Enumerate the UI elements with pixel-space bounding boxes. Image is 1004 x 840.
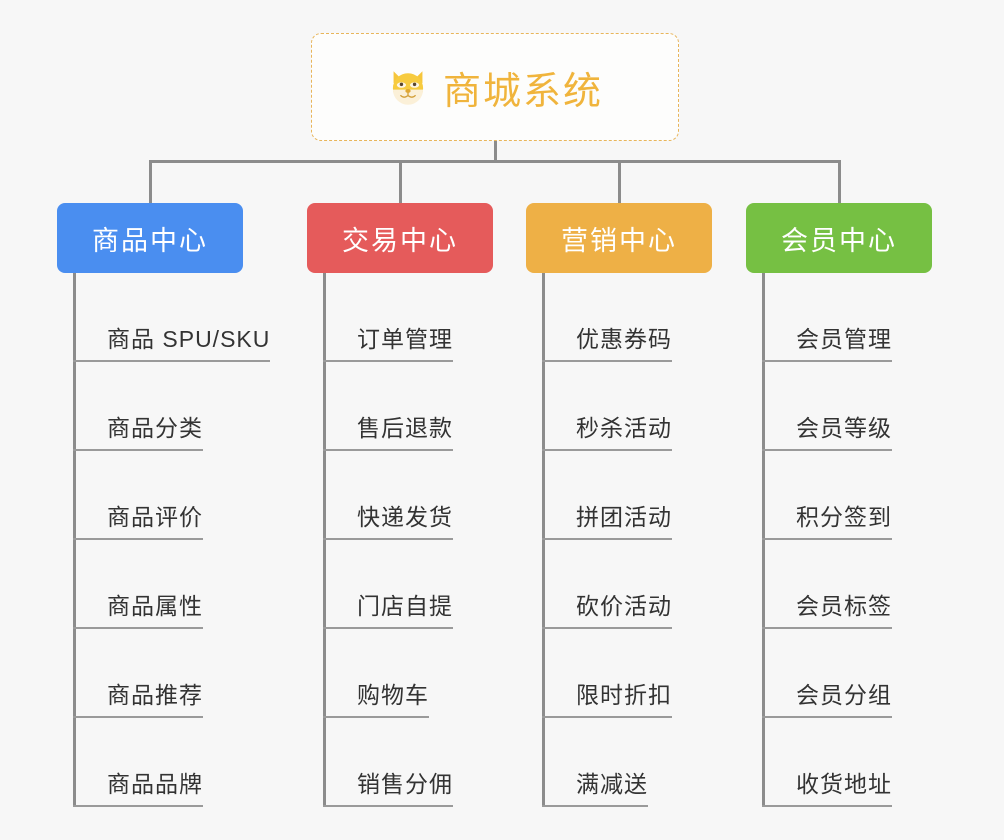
leaf-item[interactable]: 商品品牌 [57, 718, 243, 807]
leaf-label: 会员管理 [796, 326, 892, 352]
leaf-label: 拼团活动 [576, 504, 672, 530]
category-title-2: 交易中心 [342, 225, 458, 256]
leaf-item[interactable]: 商品属性 [57, 540, 243, 629]
leaf-label: 商品品牌 [107, 771, 203, 797]
connector-drop-1 [149, 160, 152, 206]
leaf-label: 订单管理 [357, 326, 453, 352]
leaf-label: 会员等级 [796, 415, 892, 441]
branch-column-1: 商品中心 商品 SPU/SKU 商品分类 商品评价 商品属性 商品推荐 商品品牌 [57, 203, 271, 807]
leaf-item[interactable]: 会员等级 [746, 362, 932, 451]
leaf-label: 收货地址 [796, 771, 892, 797]
connector-drop-3 [618, 160, 621, 206]
leaf-item[interactable]: 优惠券码 [526, 273, 712, 362]
connector-horizontal-bus [149, 160, 838, 163]
leaf-label: 快递发货 [357, 504, 453, 530]
leaf-label: 销售分佣 [357, 771, 453, 797]
leaf-spine-1 [73, 273, 76, 807]
leaf-item[interactable]: 快递发货 [307, 451, 493, 540]
leaf-label: 砍价活动 [576, 593, 672, 619]
category-header-4[interactable]: 会员中心 [746, 203, 932, 273]
leaf-item[interactable]: 销售分佣 [307, 718, 493, 807]
leaf-label: 会员标签 [796, 593, 892, 619]
leaf-label: 商品 SPU/SKU [107, 326, 271, 352]
leaf-label: 会员分组 [796, 682, 892, 708]
leaf-list-4: 会员管理 会员等级 积分签到 会员标签 会员分组 收货地址 [746, 273, 932, 807]
leaf-label: 满减送 [576, 771, 648, 797]
leaf-label: 优惠券码 [576, 326, 672, 352]
connector-drop-4 [838, 160, 841, 206]
leaf-list-2: 订单管理 售后退款 快递发货 门店自提 购物车 销售分佣 [307, 273, 493, 807]
leaf-item[interactable]: 砍价活动 [526, 540, 712, 629]
category-title-1: 商品中心 [92, 225, 208, 256]
leaf-item[interactable]: 限时折扣 [526, 629, 712, 718]
category-title-3: 营销中心 [561, 225, 677, 256]
leaf-item[interactable]: 商品 SPU/SKU [57, 273, 271, 362]
leaf-label: 积分签到 [796, 504, 892, 530]
leaf-spine-3 [542, 273, 545, 807]
leaf-item[interactable]: 商品分类 [57, 362, 243, 451]
connector-drop-2 [399, 160, 402, 206]
root-node[interactable]: 商城系统 [311, 33, 679, 141]
leaf-label: 购物车 [357, 682, 429, 708]
category-title-4: 会员中心 [781, 225, 897, 256]
connector-root-stem [494, 141, 497, 162]
leaf-item[interactable]: 售后退款 [307, 362, 493, 451]
leaf-item[interactable]: 会员管理 [746, 273, 932, 362]
leaf-item[interactable]: 商品推荐 [57, 629, 243, 718]
leaf-item[interactable]: 门店自提 [307, 540, 493, 629]
leaf-list-3: 优惠券码 秒杀活动 拼团活动 砍价活动 限时折扣 满减送 [526, 273, 712, 807]
branch-column-3: 营销中心 优惠券码 秒杀活动 拼团活动 砍价活动 限时折扣 满减送 [526, 203, 712, 807]
leaf-list-1: 商品 SPU/SKU 商品分类 商品评价 商品属性 商品推荐 商品品牌 [57, 273, 271, 807]
root-title: 商城系统 [442, 70, 603, 113]
leaf-item[interactable]: 拼团活动 [526, 451, 712, 540]
leaf-item[interactable]: 会员分组 [746, 629, 932, 718]
branch-column-2: 交易中心 订单管理 售后退款 快递发货 门店自提 购物车 销售分佣 [307, 203, 493, 807]
leaf-label: 商品属性 [107, 593, 203, 619]
category-header-1[interactable]: 商品中心 [57, 203, 243, 273]
category-header-3[interactable]: 营销中心 [526, 203, 712, 273]
leaf-label: 商品评价 [107, 504, 203, 530]
branch-column-4: 会员中心 会员管理 会员等级 积分签到 会员标签 会员分组 收货地址 [746, 203, 932, 807]
leaf-label: 商品分类 [107, 415, 203, 441]
leaf-item[interactable]: 会员标签 [746, 540, 932, 629]
leaf-item[interactable]: 满减送 [526, 718, 712, 807]
category-header-2[interactable]: 交易中心 [307, 203, 493, 273]
leaf-item[interactable]: 购物车 [307, 629, 493, 718]
leaf-label: 商品推荐 [107, 682, 203, 708]
dog-face-icon [387, 66, 429, 108]
leaf-label: 秒杀活动 [576, 415, 672, 441]
leaf-item[interactable]: 收货地址 [746, 718, 932, 807]
leaf-label: 限时折扣 [576, 682, 672, 708]
leaf-item[interactable]: 秒杀活动 [526, 362, 712, 451]
leaf-item[interactable]: 商品评价 [57, 451, 243, 540]
leaf-item[interactable]: 订单管理 [307, 273, 493, 362]
leaf-spine-2 [323, 273, 326, 807]
leaf-item[interactable]: 积分签到 [746, 451, 932, 540]
leaf-label: 门店自提 [357, 593, 453, 619]
leaf-spine-4 [762, 273, 765, 807]
leaf-label: 售后退款 [357, 415, 453, 441]
